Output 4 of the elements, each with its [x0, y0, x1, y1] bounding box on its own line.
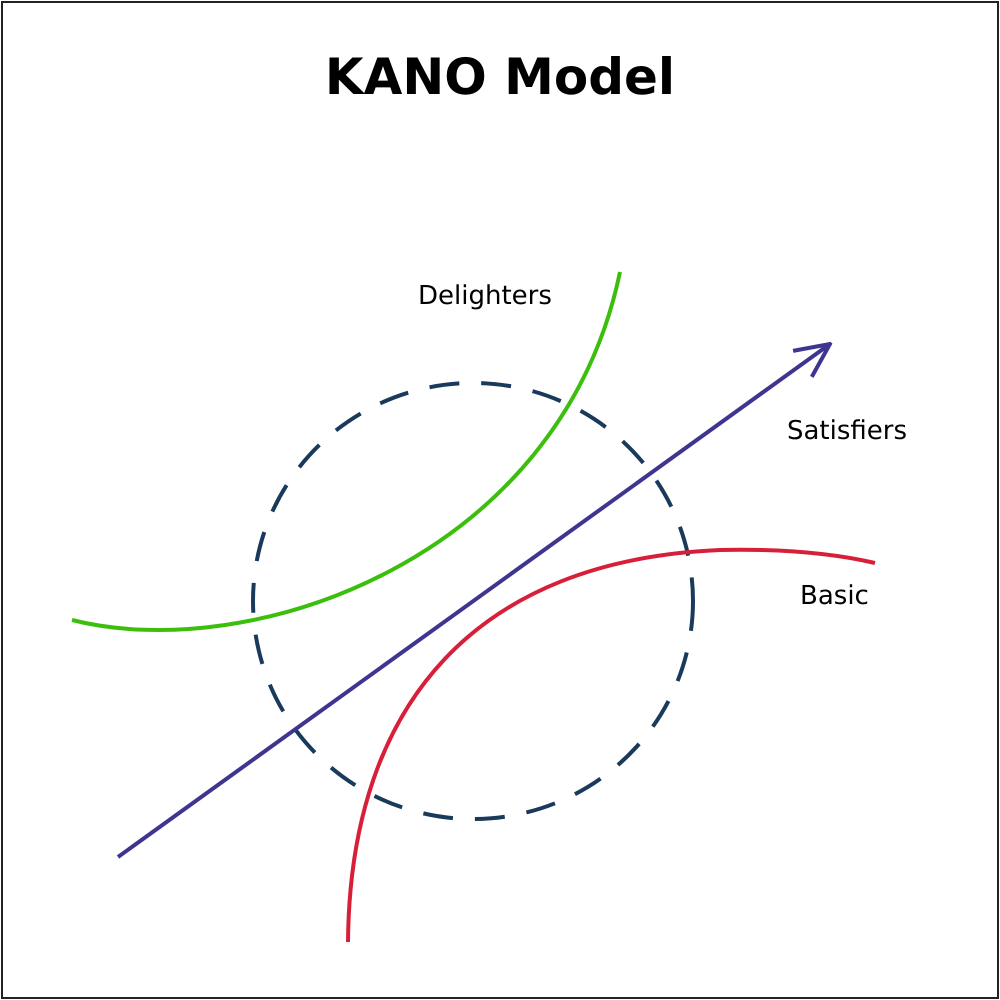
curve-label: Delighters [418, 281, 552, 311]
title: KANO Model [324, 48, 676, 106]
curve-label: Satisfiers [787, 416, 908, 446]
curve-label: Basic [800, 581, 869, 611]
